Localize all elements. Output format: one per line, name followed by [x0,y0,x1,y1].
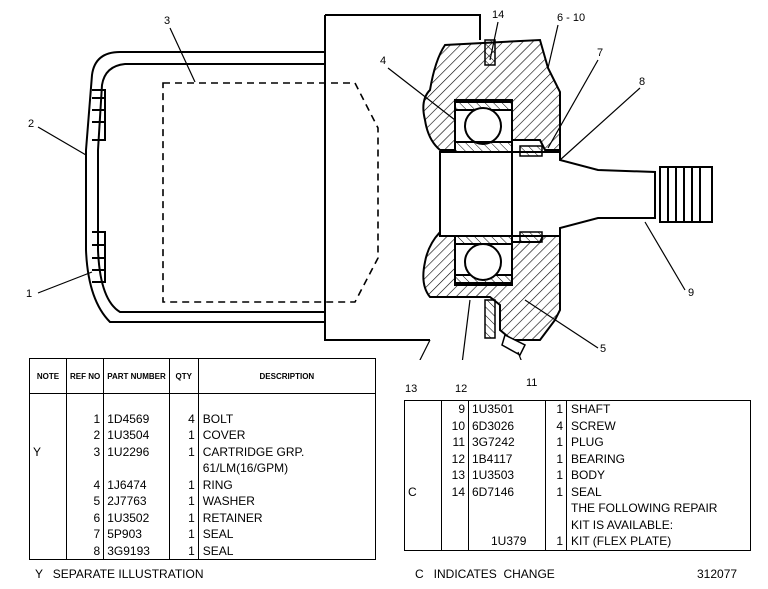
callout-3: 3 [164,15,171,27]
callout-4: 4 [380,55,387,67]
callout-8: 8 [639,76,646,88]
callout-5: 5 [600,343,607,355]
housing-upper-section [422,38,561,151]
table-row: 61/LM(16/GPM) [29,460,377,477]
cartridge-dashed-outline [162,82,379,303]
callout-7: 7 [597,47,604,59]
cover-outline [85,51,325,323]
col-ref-no: REF NO [65,358,105,394]
table-row: THE FOLLOWING REPAIR [404,500,751,517]
figure-number: 312077 [697,567,738,581]
footer-note-y: Y SEPARATE ILLUSTRATION [35,567,204,581]
pump-exploded-diagram [37,14,713,360]
callout-9: 9 [688,287,695,299]
col-description: DESCRIPTION [197,358,377,394]
col-note: NOTE [29,358,67,394]
callout-12: 12 [455,383,468,395]
col-qty: QTY [168,358,199,394]
leader-lines [37,21,686,360]
callout-13: 13 [405,383,418,395]
callout-2: 2 [28,118,35,130]
seals [484,39,543,357]
footer-note-c: C INDICATES CHANGE [415,567,555,581]
col-part-number: PART NUMBER [103,358,170,394]
table-row: KIT IS AVAILABLE: [404,516,751,533]
callout-14: 14 [492,9,505,21]
callout-6-10: 6 - 10 [557,12,586,24]
parts-table-left: NOTE REF NO PART NUMBER QTY DESCRIPTION … [29,358,377,560]
body-outline [324,14,481,341]
callout-11: 11 [526,377,538,389]
callout-1: 1 [26,288,33,300]
shaft [439,151,713,237]
